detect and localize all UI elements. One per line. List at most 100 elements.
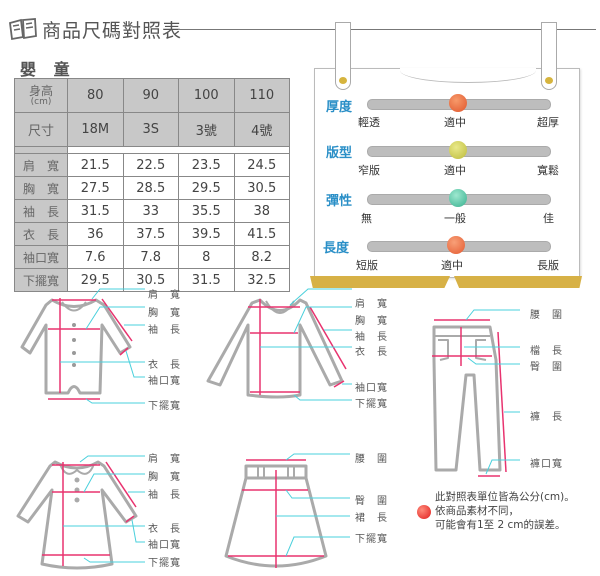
note-line: 此對照表單位皆為公分(cm)。 [435, 491, 575, 503]
annotation-label: 肩 寬 [148, 454, 181, 465]
annotation-label: 肩 寬 [355, 299, 388, 310]
row-label: 衣 長 [14, 222, 68, 246]
feature-label-length: 長度 [323, 241, 350, 256]
annotation-label: 臀 圍 [530, 362, 563, 373]
feature-label-fit: 版型 [326, 146, 353, 161]
size-table: 身高(cm) 80 90 100 110 尺寸 18M 3S 3號 4號 肩 寬… [14, 78, 290, 292]
annotation-label: 肩 寬 [148, 290, 181, 301]
annotation-label: 腰 圍 [530, 310, 563, 321]
table-row: 衣 長 36 37.5 39.5 41.5 [14, 222, 290, 246]
annotation-label: 衣 長 [148, 524, 181, 535]
table-cell: 36 [67, 222, 124, 246]
scale-max-label: 長版 [537, 259, 559, 272]
annotation-label: 胸 寬 [148, 472, 181, 483]
pants-diagram-icon [432, 309, 520, 477]
annotation-label: 袖口寬 [355, 383, 388, 394]
long-sleeve-top-diagram-icon [206, 288, 352, 401]
table-cell: 33 [122, 199, 179, 223]
table-cell: 100 [178, 78, 235, 113]
annotation-label: 袖口寬 [148, 376, 181, 387]
scale-min-label: 輕透 [358, 116, 380, 129]
table-cell: 110 [233, 78, 290, 113]
row-label: 袖口寬 [14, 245, 68, 269]
open-book-icon [9, 18, 37, 41]
table-row: 袖 長 31.5 33 35.5 38 [14, 199, 290, 223]
scale-mid-label: 適中 [444, 116, 466, 129]
table-cell: 28.5 [122, 176, 179, 200]
table-cell: 41.5 [233, 222, 290, 246]
table-cell: 29.5 [178, 176, 235, 200]
scale-min-label: 短版 [356, 259, 378, 272]
row-label: 肩 寬 [14, 153, 68, 177]
card-notch [400, 68, 536, 83]
section-title: 嬰 童 [20, 60, 76, 79]
scale-min-label: 無 [361, 212, 372, 225]
table-spacer [14, 146, 290, 154]
table-cell: 37.5 [122, 222, 179, 246]
annotation-label: 裙 長 [355, 513, 388, 524]
annotation-label: 褲 長 [530, 412, 563, 423]
scale-mid-label: 一般 [444, 212, 466, 225]
page-title: 商品尺碼對照表 [42, 19, 183, 42]
scale-max-label: 佳 [543, 212, 554, 225]
clip-dot-icon [545, 77, 553, 84]
table-cell: 22.5 [122, 153, 179, 177]
scale-max-label: 超厚 [537, 116, 559, 129]
annotation-label: 胸 寬 [148, 308, 181, 319]
hanger-clip-right [541, 22, 557, 90]
table-row: 肩 寬 21.5 22.5 23.5 24.5 [14, 153, 290, 177]
annotation-label: 衣 長 [355, 347, 388, 358]
scale-mid-label: 適中 [441, 259, 463, 272]
scale-min-label: 窄版 [358, 164, 380, 177]
table-cell: 31.5 [67, 199, 124, 223]
romper-diagram-icon [20, 288, 145, 404]
card-base-right [454, 276, 582, 288]
table-cell: 27.5 [67, 176, 124, 200]
annotation-label: 腰 圍 [355, 454, 388, 465]
fit-indicator-knob [449, 141, 467, 159]
header-divider [178, 29, 596, 30]
table-cell: 29.5 [67, 268, 124, 292]
row-label: 尺寸 [14, 112, 68, 147]
table-cell: 24.5 [233, 153, 290, 177]
scale-max-label: 寬鬆 [537, 164, 559, 177]
table-cell: 3S [122, 112, 179, 147]
dress-diagram-icon [16, 455, 145, 570]
red-dot-icon [417, 505, 431, 519]
annotation-label: 檔 長 [530, 346, 563, 357]
annotation-label: 下擺寬 [148, 558, 181, 569]
table-row: 袖口寬 7.6 7.8 8 8.2 [14, 245, 290, 269]
annotation-label: 下擺寬 [355, 534, 388, 545]
row-label: 身高(cm) [14, 78, 68, 113]
annotation-label: 褲口寬 [530, 459, 563, 470]
table-cell: 7.6 [67, 245, 124, 269]
table-cell: 80 [67, 78, 124, 113]
table-cell: 31.5 [178, 268, 235, 292]
elasticity-indicator-knob [449, 189, 467, 207]
table-cell: 7.8 [122, 245, 179, 269]
annotation-label: 臀 圍 [355, 496, 388, 507]
annotation-label: 袖 長 [355, 332, 388, 343]
scale-mid-label: 適中 [444, 164, 466, 177]
annotation-label: 下擺寬 [355, 399, 388, 410]
annotation-label: 胸 寬 [355, 316, 388, 327]
annotation-label: 衣 長 [148, 360, 181, 371]
table-cell: 8.2 [233, 245, 290, 269]
row-label: 下擺寬 [14, 268, 68, 292]
table-header-row: 身高(cm) 80 90 100 110 [14, 78, 290, 113]
table-header-row: 尺寸 18M 3S 3號 4號 [14, 112, 290, 147]
table-cell: 39.5 [178, 222, 235, 246]
table-cell: 90 [122, 78, 179, 113]
row-label: 袖 長 [14, 199, 68, 223]
note-line: 依商品素材不同， [435, 505, 519, 517]
annotation-label: 袖口寬 [148, 540, 181, 551]
feature-label-elasticity: 彈性 [326, 194, 353, 209]
table-cell: 30.5 [233, 176, 290, 200]
annotation-label: 袖 長 [148, 490, 181, 501]
table-cell: 21.5 [67, 153, 124, 177]
note-line: 可能會有1至 2 cm的誤差。 [435, 519, 566, 531]
table-cell: 38 [233, 199, 290, 223]
clip-dot-icon [339, 77, 347, 84]
length-indicator-knob [447, 236, 465, 254]
table-cell: 4號 [233, 112, 290, 147]
